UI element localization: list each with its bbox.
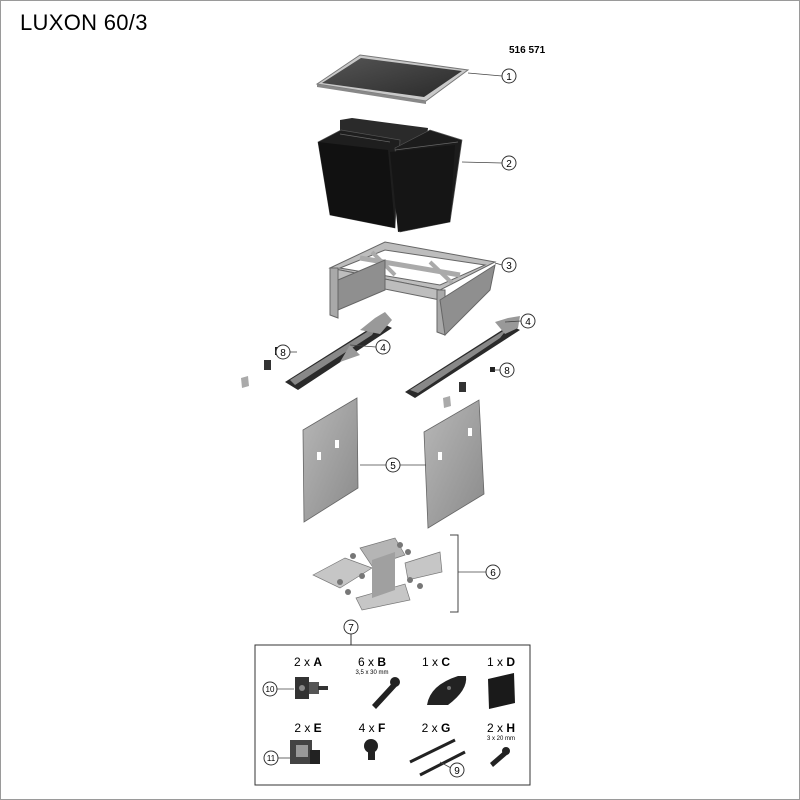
screw-b-icon <box>372 677 400 709</box>
callout-1: 1 <box>501 68 517 84</box>
hinge-a-icon <box>295 677 328 699</box>
svg-text:11: 11 <box>267 754 276 763</box>
frame-part <box>328 241 497 337</box>
callout-4-right: 4 <box>520 313 536 329</box>
callout-8-right: 8 <box>499 362 515 378</box>
svg-text:8: 8 <box>504 366 510 377</box>
screw-h-icon <box>490 747 510 767</box>
hardware-g-label: 2 x G <box>421 721 451 735</box>
hardware-h-spec: 3 x 20 mm <box>486 736 515 742</box>
side-panel-left-part <box>302 397 359 523</box>
leader-lines <box>277 72 522 769</box>
svg-text:8: 8 <box>280 348 286 359</box>
hardware-h-label: 2 x H <box>486 721 516 735</box>
callout-6: 6 <box>485 564 501 580</box>
hardware-e-label: 2 x E <box>294 721 322 735</box>
callout-9: 9 <box>449 762 465 778</box>
hardware-b-label: 6 x B <box>357 655 387 669</box>
callout-3: 3 <box>501 257 517 273</box>
svg-text:4: 4 <box>525 317 531 328</box>
svg-text:5: 5 <box>390 461 396 472</box>
cover-c-icon <box>427 676 467 705</box>
clip-e-icon <box>290 740 320 764</box>
svg-text:9: 9 <box>454 766 460 777</box>
runner-right-part <box>405 316 520 398</box>
svg-text:3: 3 <box>506 261 512 272</box>
callout-5: 5 <box>385 457 401 473</box>
callout-8-left: 8 <box>275 344 291 360</box>
fittings-bracket <box>450 534 459 613</box>
hardware-box <box>254 644 531 786</box>
callout-11: 11 <box>263 750 279 766</box>
product-title: LUXON 60/3 <box>20 10 148 35</box>
callout-7: 7 <box>343 619 359 635</box>
side-panel-right-part <box>423 399 485 529</box>
lid-part <box>315 54 470 104</box>
waste-bins-part <box>317 118 463 233</box>
callout-4-left: 4 <box>375 339 391 355</box>
hardware-f-label: 4 x F <box>358 721 386 735</box>
hardware-d-label: 1 x D <box>486 655 516 669</box>
svg-text:7: 7 <box>348 623 354 634</box>
hardware-b-spec: 3,5 x 30 mm <box>355 670 389 676</box>
pad-d-icon <box>488 673 515 709</box>
callout-10: 10 <box>262 681 278 697</box>
hardware-c-label: 1 x C <box>421 655 451 669</box>
svg-text:2: 2 <box>506 159 512 170</box>
fittings-assembly-part <box>312 537 443 611</box>
hardware-a-label: 2 x A <box>293 655 323 669</box>
svg-text:10: 10 <box>266 685 275 694</box>
svg-text:1: 1 <box>506 72 512 83</box>
pin-f-icon <box>364 739 378 760</box>
svg-text:6: 6 <box>490 568 496 579</box>
runner-left-part <box>285 312 392 390</box>
callout-2: 2 <box>501 155 517 171</box>
svg-text:4: 4 <box>380 343 386 354</box>
article-number: 516 571 <box>509 45 546 56</box>
